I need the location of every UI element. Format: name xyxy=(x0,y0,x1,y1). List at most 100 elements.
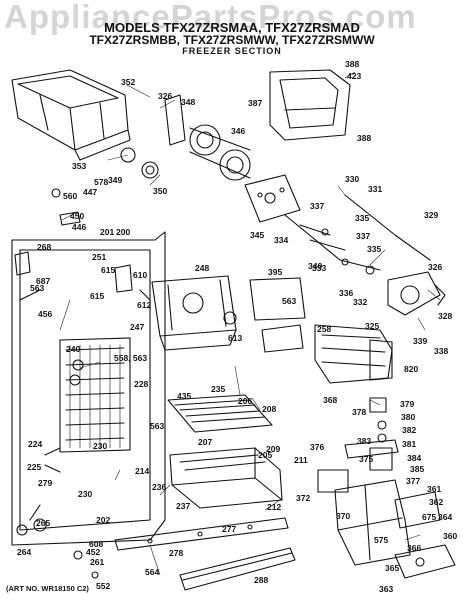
freezer-basket-drawing xyxy=(169,447,283,509)
callout-label: 325 xyxy=(365,321,380,331)
callout-label: 820 xyxy=(404,364,419,374)
callout-label: 380 xyxy=(401,412,416,422)
callout-label: 211 xyxy=(294,455,308,465)
callout-label: 340 xyxy=(308,261,323,271)
callout-label: 352 xyxy=(121,77,136,87)
auger-parts-drawing xyxy=(120,94,251,181)
models-title-line-2: TFX27ZRSMBB, TFX27ZRSMWW, TFX27ZRSMWW xyxy=(89,33,375,47)
callout-label: 361 xyxy=(427,484,442,494)
section-title: FREEZER SECTION xyxy=(182,46,282,56)
control-housing-drawing xyxy=(317,439,411,566)
callout-label: 337 xyxy=(310,201,325,211)
callout-label: 563 xyxy=(282,296,297,306)
callout-label: 687 xyxy=(36,276,51,286)
callout-label: 615 xyxy=(101,265,116,275)
callout-label: 575 xyxy=(374,535,389,545)
small-parts-drawing xyxy=(14,188,133,579)
callout-label: 613 xyxy=(228,333,243,343)
watermark-text: AppliancePartsPros.com xyxy=(4,0,417,35)
callout-label: 456 xyxy=(38,309,53,319)
panel-drawing xyxy=(249,277,306,353)
callout-label: 612 xyxy=(137,300,152,310)
callout-label: 615 xyxy=(90,291,105,301)
callout-label: 345 xyxy=(250,230,265,240)
callout-label: 247 xyxy=(130,322,145,332)
callout-label: 384 xyxy=(407,453,422,463)
callout-label: 385 xyxy=(410,464,425,474)
dispenser-cover-drawing xyxy=(269,69,351,141)
callout-label: 435 xyxy=(177,391,192,401)
callout-label: 334 xyxy=(274,235,289,245)
callout-label: 360 xyxy=(443,531,458,541)
callout-label: 268 xyxy=(37,242,52,252)
art-number: (ART NO. WR18150 C2) xyxy=(6,584,89,593)
models-title-line-1: MODELS TFX27ZRSMAA, TFX27ZRSMAD xyxy=(104,20,360,35)
callout-label: 205 xyxy=(258,450,273,460)
callout-label: 335 xyxy=(355,213,370,223)
callout-label: 364 xyxy=(438,512,453,522)
callout-label: 365 xyxy=(385,563,400,573)
callout-label: 200 xyxy=(116,227,131,237)
callout-label: 230 xyxy=(78,489,93,499)
callout-label: 329 xyxy=(424,210,439,220)
callout-label: 353 xyxy=(72,161,87,171)
callout-label: 338 xyxy=(434,346,449,356)
callout-label: 377 xyxy=(406,476,421,486)
callout-label: 348 xyxy=(181,97,196,107)
callout-label: 237 xyxy=(176,501,191,511)
callout-label: 339 xyxy=(413,336,428,346)
callout-label: 423 xyxy=(347,71,362,81)
callout-label: 328 xyxy=(438,311,453,321)
callout-label: 240 xyxy=(66,344,81,354)
callout-label: 372 xyxy=(296,493,311,503)
solenoid-drawing xyxy=(387,271,446,316)
callout-label: 206 xyxy=(238,396,253,406)
slide-rail-drawing xyxy=(114,517,289,551)
callout-label: 375 xyxy=(359,454,374,464)
callout-label: 265 xyxy=(36,518,51,528)
callout-label: 363 xyxy=(379,584,394,594)
callout-label: 236 xyxy=(152,482,167,492)
callout-label: 350 xyxy=(153,186,168,196)
callout-label: 336 xyxy=(339,288,354,298)
callout-label: 675 xyxy=(422,512,437,522)
callout-label: 248 xyxy=(195,263,210,273)
mounting-plate-drawing xyxy=(244,174,301,223)
callout-label: 264 xyxy=(17,547,32,557)
freezer-liner-drawing xyxy=(11,231,166,546)
callout-label: 563 xyxy=(150,421,165,431)
callout-label: 208 xyxy=(262,404,277,414)
callout-label: 230 xyxy=(93,441,108,451)
callout-label: 202 xyxy=(96,515,111,525)
callout-label: 228 xyxy=(134,379,149,389)
callout-label: 224 xyxy=(28,439,43,449)
callout-label: 450 xyxy=(70,211,85,221)
front-trim-drawing xyxy=(179,547,296,591)
callout-label: 381 xyxy=(402,439,417,449)
callout-label: 207 xyxy=(198,437,213,447)
callout-label: 378 xyxy=(352,407,367,417)
callout-label: 447 xyxy=(83,187,98,197)
callout-label: 564 xyxy=(145,567,160,577)
callout-label: 388 xyxy=(345,59,360,69)
callout-label: 578 xyxy=(94,177,109,187)
callout-label: 326 xyxy=(428,262,443,272)
callout-label: 610 xyxy=(133,270,148,280)
callout-label: 288 xyxy=(254,575,269,585)
callout-label: 387 xyxy=(248,98,263,108)
callout-label: 335 xyxy=(367,244,382,254)
bracket-drawing xyxy=(394,491,456,579)
callout-label: 452 xyxy=(86,547,101,557)
callout-label: 379 xyxy=(400,399,415,409)
callout-label: 331 xyxy=(368,184,383,194)
shelf-drawing xyxy=(167,394,273,433)
callout-label: 376 xyxy=(310,442,325,452)
ice-bucket-drawing xyxy=(11,69,131,161)
callout-label: 382 xyxy=(402,425,417,435)
callout-label: 212 xyxy=(267,502,282,512)
callout-label: 368 xyxy=(323,395,338,405)
ice-maker-drawing xyxy=(314,324,393,384)
callout-label: 362 xyxy=(429,497,444,507)
